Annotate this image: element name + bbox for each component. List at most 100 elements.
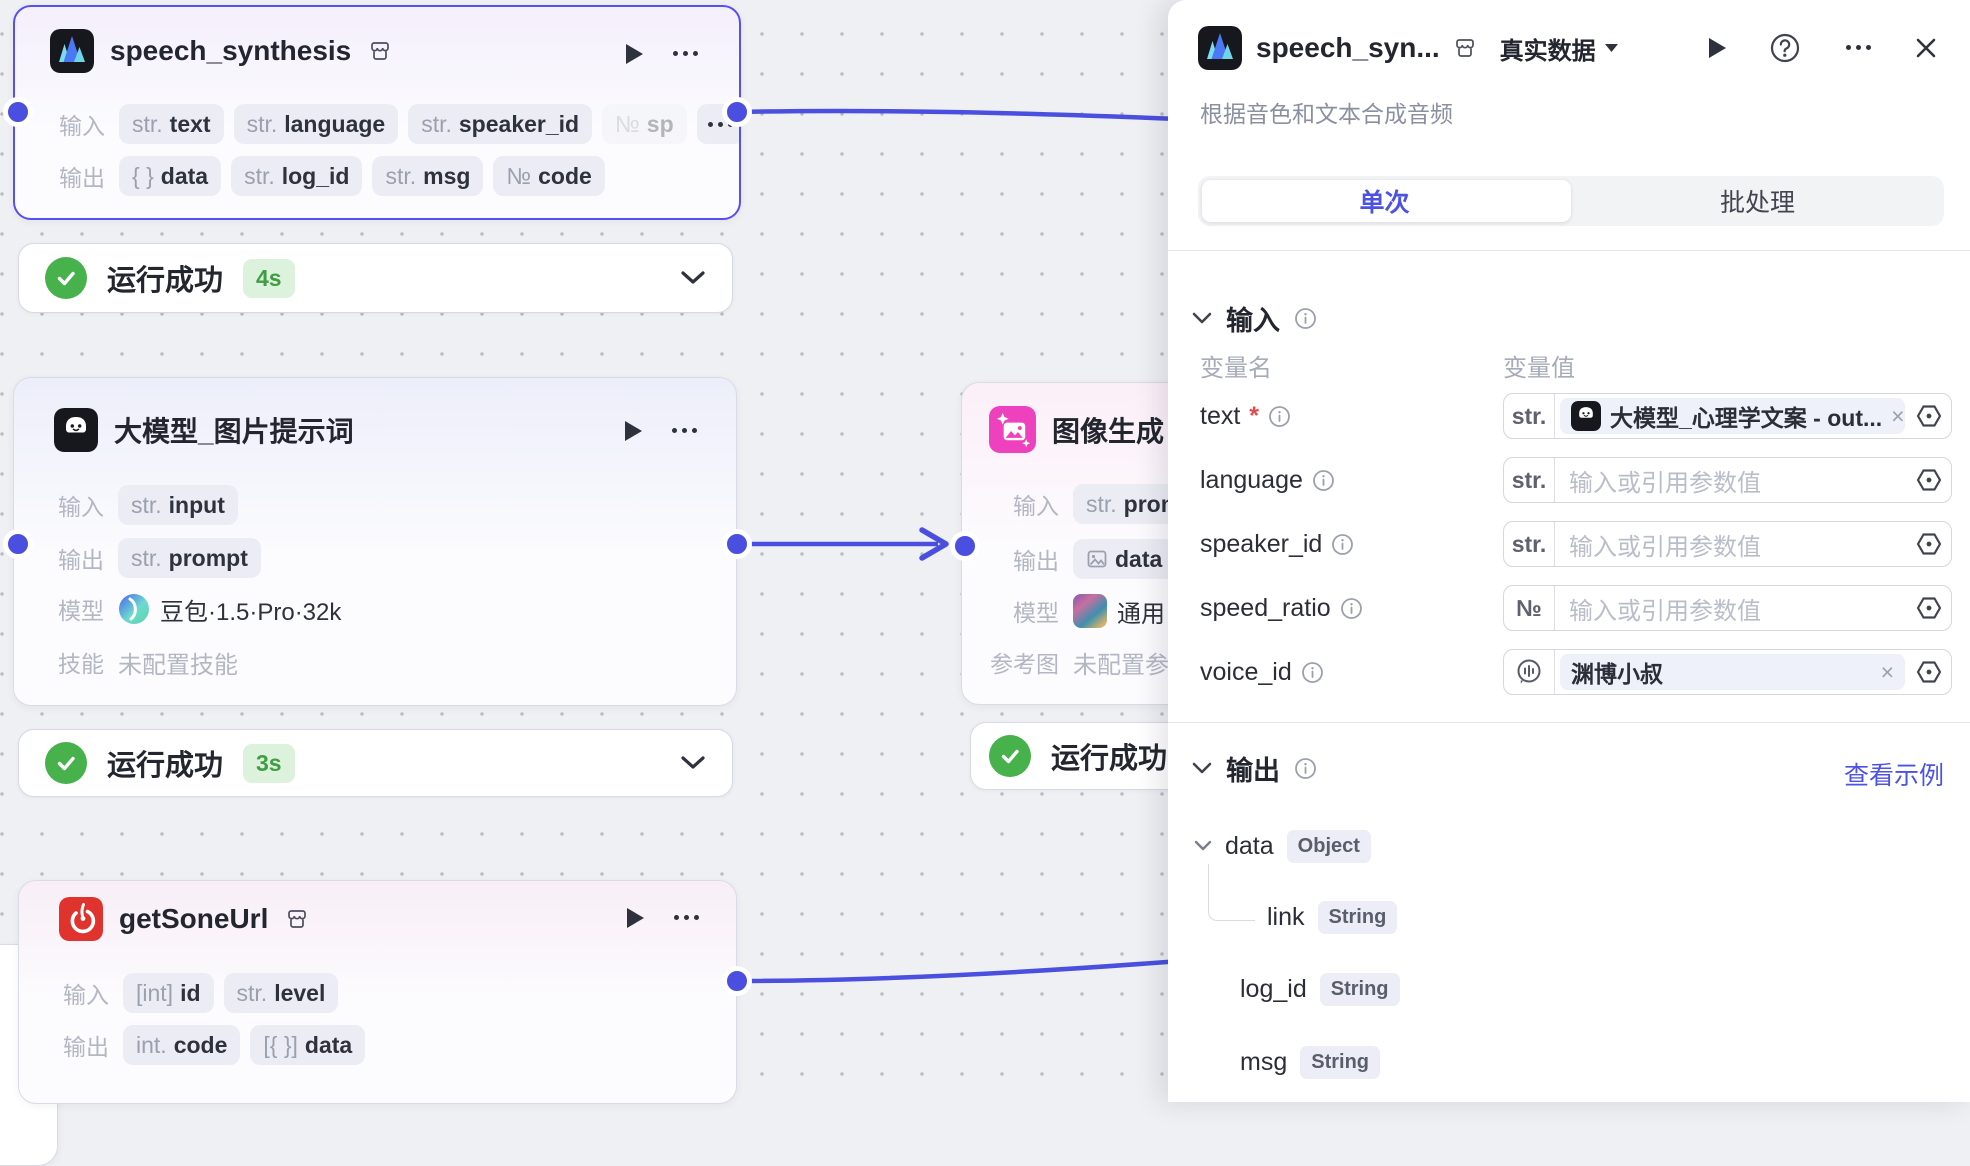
output-tree-row-link: link String [1267,900,1398,934]
data-mode-dropdown[interactable]: 真实数据 [1500,31,1618,66]
run-node-button[interactable] [622,420,644,442]
reference-chip[interactable]: 大模型_心理学文案 - out... × [1560,398,1905,434]
store-icon [288,910,307,928]
node-getsoneurl[interactable]: getSoneUrl 输入 [int]id str.level 输出 int.c… [18,880,737,1104]
input-label: 输入 [1013,493,1059,519]
node-header: getSoneUrl [59,897,310,941]
output-port[interactable] [722,529,752,559]
expression-icon[interactable] [1907,657,1951,687]
field-placeholder: 输入或引用参数值 [1569,533,1761,561]
expression-icon[interactable] [1907,593,1951,623]
caret-down-icon [1604,43,1618,52]
run-node-button[interactable] [624,907,646,929]
node-title: 大模型_图片提示词 [114,416,354,447]
column-var-value: 变量值 [1503,355,1575,382]
node-output-row: 输出 str.prompt [58,538,261,578]
mode-tabs: 单次 批处理 [1198,176,1944,226]
node-more-menu-icon[interactable] [673,51,698,56]
duration-badge: 3s [243,743,295,783]
reference-value: 未配置参 [1073,651,1169,679]
speaker-id-value-field[interactable]: str. 输入或引用参数值 [1503,521,1952,567]
expression-icon[interactable] [1907,465,1951,495]
remove-reference-icon[interactable]: × [1891,402,1905,429]
type-prefix: str. [1504,458,1555,502]
param-chip: str.log_id [231,156,363,196]
node-input-row: 输入 str.prom [977,484,1195,524]
expression-icon[interactable] [1907,401,1951,431]
input-label: 输入 [59,113,105,139]
node-more-menu-icon[interactable] [674,915,699,920]
node-input-row: 输入 [int]id str.level [63,973,339,1013]
tab-single[interactable]: 单次 [1359,189,1410,217]
text-value-field[interactable]: str. 大模型_心理学文案 - out... × [1503,393,1952,439]
help-icon[interactable] [1770,33,1800,63]
type-prefix: № [1504,586,1555,630]
output-label: 输出 [59,165,105,191]
param-chip: str.text [119,104,224,144]
model-label: 模型 [58,598,104,624]
param-chip: str.speaker_id [408,104,593,144]
music-plugin-icon [59,897,103,941]
input-section-header[interactable]: 输入 [1192,300,1317,336]
node-more-menu-icon[interactable] [672,428,697,433]
run-status-bar[interactable]: 运行成功 3s [18,729,733,797]
language-value-field[interactable]: str. 输入或引用参数值 [1503,457,1952,503]
info-icon [1269,405,1290,427]
node-input-row: 输入 str.input [58,485,238,525]
type-prefix: str. [1504,522,1555,566]
run-node-button[interactable] [623,43,645,65]
param-chip: str.language [233,104,399,144]
node-image-generation[interactable]: 图像生成 输入 str.prom 输出 data 模型 通用 参考图 未配置 [961,382,1203,705]
type-badge: String [1317,900,1398,934]
panel-more-menu-icon[interactable] [1846,45,1871,50]
field-placeholder: 输入或引用参数值 [1569,597,1761,625]
node-speech-synthesis[interactable]: speech_synthesis 输入 str.text str.languag… [13,5,741,220]
model-label: 模型 [1013,600,1059,626]
node-config-panel: speech_syn... 真实数据 根据音色和文本合成音频 [1168,0,1970,1102]
type-badge: String [1300,1045,1381,1079]
close-icon[interactable] [1914,36,1938,60]
section-title: 输入 [1226,305,1280,336]
run-node-button[interactable] [1706,37,1728,59]
output-port[interactable] [722,97,752,127]
node-title: speech_synthesis [110,35,352,66]
output-tree-row-data[interactable]: data Object [1194,829,1371,863]
skill-label: 技能 [58,651,104,677]
view-example-link[interactable]: 查看示例 [1843,762,1944,790]
tab-batch[interactable]: 批处理 [1719,189,1795,217]
voice-chip[interactable]: 渊博小叔 × [1560,654,1905,690]
panel-header: speech_syn... 真实数据 [1198,24,1618,72]
expression-icon[interactable] [1907,529,1951,559]
node-llm-image-prompt[interactable]: 大模型_图片提示词 输入 str.input 输出 str.prompt 模型 … [13,377,737,706]
node-model-row: 模型 通用 [977,591,1165,631]
voice-id-value-field[interactable]: 渊博小叔 × [1503,649,1952,695]
divider [1168,250,1970,251]
node-reference-row: 参考图 未配置参 [977,642,1169,682]
remove-voice-icon[interactable]: × [1880,658,1894,685]
output-section-header[interactable]: 输出 [1192,750,1317,786]
input-port[interactable] [3,97,33,127]
param-name-language: language [1200,457,1335,503]
chevron-down-icon[interactable] [1194,840,1212,852]
speed-ratio-value-field[interactable]: № 输入或引用参数值 [1503,585,1952,631]
input-port[interactable] [3,529,33,559]
param-name-voice-id: voice_id [1200,649,1324,695]
chevron-down-icon[interactable] [680,755,706,771]
chevron-down-icon[interactable] [680,270,706,286]
input-port[interactable] [950,531,980,561]
param-chip: [int]id [123,973,214,1013]
output-port[interactable] [722,966,752,996]
param-chip: data [1073,539,1176,579]
doubao-model-icon [119,594,149,624]
run-status-bar[interactable]: 运行成功 4s [18,243,733,313]
info-icon [1332,533,1354,555]
param-name-text: text* [1200,393,1291,439]
status-text: 运行成功 [107,750,224,782]
input-label: 输入 [58,494,104,520]
output-label: 输出 [63,1034,109,1060]
llm-robot-icon [54,408,98,452]
output-tree-row-msg: msg String [1240,1045,1381,1079]
